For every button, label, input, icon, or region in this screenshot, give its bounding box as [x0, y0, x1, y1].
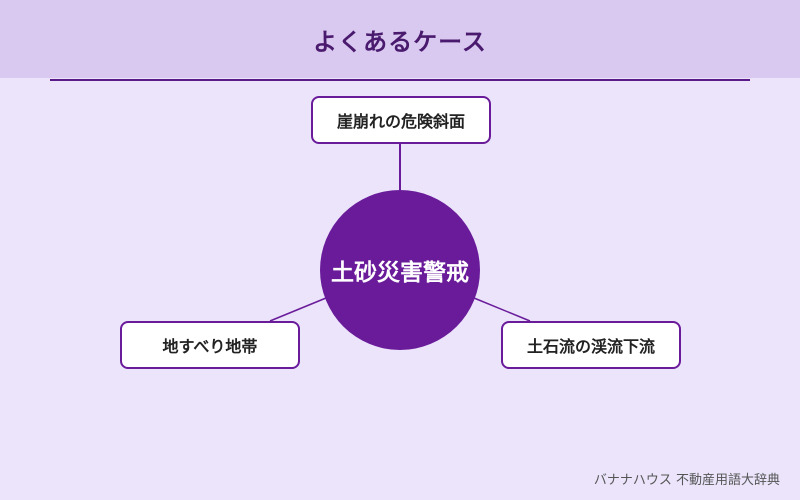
header-band — [0, 0, 800, 78]
connector-left — [269, 297, 327, 322]
connector-right — [473, 297, 531, 322]
center-hub: 土砂災害警戒 — [320, 190, 480, 350]
node-steep-slope: 崖崩れの危険斜面 — [311, 96, 491, 144]
page-title: よくあるケース — [313, 28, 487, 56]
title-divider — [50, 79, 750, 81]
footer-credit: バナナハウス 不動産用語大辞典 — [593, 473, 780, 488]
node-landslide-area: 地すべり地帯 — [120, 321, 300, 369]
node-debris-flow: 土石流の渓流下流 — [501, 321, 681, 369]
